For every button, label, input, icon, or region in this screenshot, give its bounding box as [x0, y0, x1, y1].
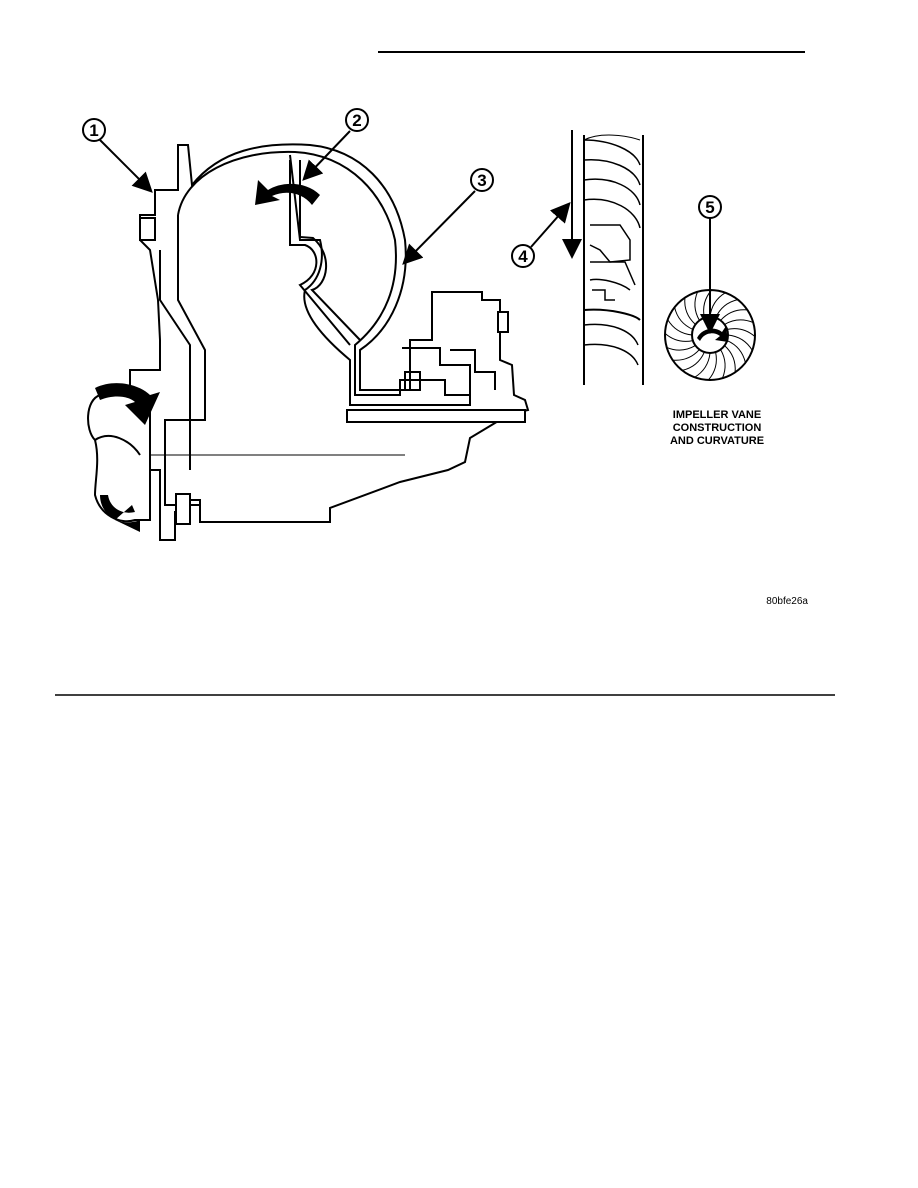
caption-line-1: IMPELLER VANE [673, 409, 761, 421]
rotation-arrow-lower-icon [100, 495, 140, 532]
torque-converter-section [129, 143, 530, 541]
impeller-vane [724, 345, 736, 373]
caption-line-2: CONSTRUCTION [673, 422, 762, 434]
callout-1-label: 1 [89, 121, 98, 140]
impeller-vane [720, 309, 748, 321]
impeller-vane [666, 345, 696, 351]
callout-3-label: 3 [477, 171, 486, 190]
impeller-vane [674, 307, 694, 330]
impeller-vane [720, 349, 726, 379]
callout-4-group [511, 201, 571, 268]
flow-arrow-icon [255, 180, 320, 205]
impeller-vane [708, 351, 717, 381]
input-shaft [87, 394, 151, 523]
impeller-vane-side-view [583, 134, 644, 385]
impeller-vane [682, 351, 705, 371]
impeller-vane-diagram: 1 2 3 4 5 IMPELLER VANE CONSTRUCTION AND… [55, 51, 835, 696]
callout-5-label: 5 [705, 198, 714, 217]
rotation-arrow-upper-icon [95, 383, 160, 425]
impeller-vane [726, 340, 746, 363]
impeller-vane [684, 297, 696, 325]
impeller-vane [694, 291, 700, 321]
impeller-vane [727, 334, 753, 351]
impeller-vane [664, 333, 694, 342]
callout-2-label: 2 [352, 111, 361, 130]
figure-id: 80bfe26a [766, 596, 808, 607]
caption-line-3: AND CURVATURE [670, 435, 764, 447]
impeller-vane [667, 319, 693, 336]
callout-5-group [698, 195, 722, 334]
callout-3-group [402, 168, 494, 265]
callout-4-label: 4 [518, 247, 528, 266]
impeller-vane [726, 328, 756, 337]
callout-2-group [302, 108, 369, 181]
impeller-vane [724, 319, 754, 325]
impeller-vane [672, 349, 700, 361]
callout-1-group [82, 118, 153, 193]
impeller-rotation-arrow-icon [697, 326, 728, 342]
impeller-vane [694, 352, 711, 378]
